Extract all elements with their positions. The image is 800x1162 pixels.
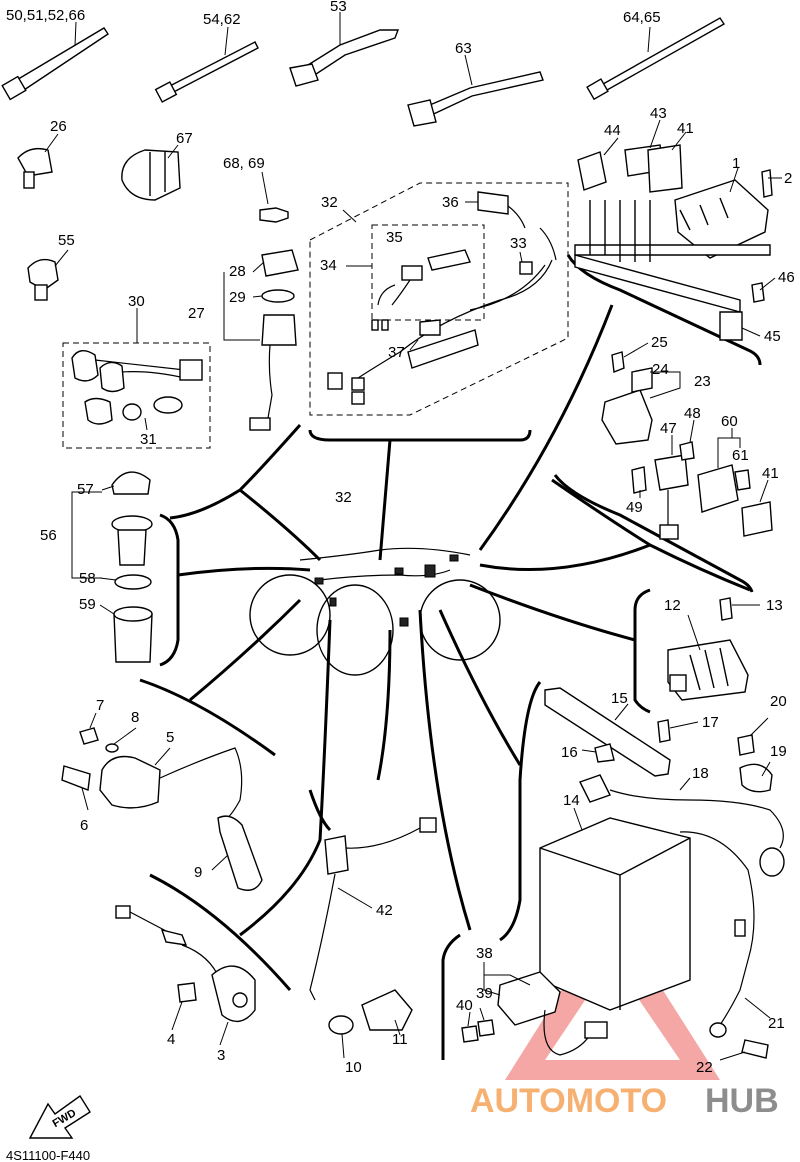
callout-31: 31 xyxy=(140,431,157,448)
callout-67: 67 xyxy=(176,130,193,147)
callout-46: 46 xyxy=(778,269,795,286)
callout-32-sub: 32 xyxy=(321,194,338,211)
callout-27: 27 xyxy=(188,305,205,322)
callout-3: 3 xyxy=(217,1047,225,1064)
callout-20: 20 xyxy=(770,693,787,710)
callout-26: 26 xyxy=(50,118,67,135)
harness-branch-lines xyxy=(139,254,762,1060)
callout-16: 16 xyxy=(561,744,578,761)
lamp-socket-assembly xyxy=(62,308,211,449)
rectifier-regulator xyxy=(667,597,760,701)
callout-30: 30 xyxy=(128,293,145,310)
callout-9: 9 xyxy=(194,864,202,881)
callout-29: 29 xyxy=(229,289,246,306)
cable-tie-clamp-63 xyxy=(407,54,544,127)
cable-tie-54 xyxy=(154,26,259,103)
clamp-67 xyxy=(121,144,181,201)
callout-25: 25 xyxy=(651,334,668,351)
sub-wire-harness-assembly xyxy=(309,182,569,416)
callout-1: 1 xyxy=(732,155,740,172)
callout-47: 47 xyxy=(660,420,677,437)
callout-17: 17 xyxy=(702,714,719,731)
callout-34: 34 xyxy=(320,257,337,274)
callout-50: 50,51,52,66 xyxy=(6,7,85,24)
callout-45: 45 xyxy=(764,328,781,345)
callout-2: 2 xyxy=(784,170,792,187)
callout-21: 21 xyxy=(768,1015,785,1032)
key-set xyxy=(259,171,289,223)
callout-24: 24 xyxy=(652,361,669,378)
main-switch-assembly xyxy=(223,249,299,431)
callout-58: 58 xyxy=(79,570,96,587)
relay-fuse-group xyxy=(631,419,773,540)
ignition-coil-assembly xyxy=(61,712,263,891)
callout-41-top: 41 xyxy=(677,120,694,137)
clip-55 xyxy=(27,249,69,301)
callout-33: 33 xyxy=(510,235,527,252)
callout-19: 19 xyxy=(770,743,787,760)
callout-60: 60 xyxy=(721,413,738,430)
fuse-box-assembly xyxy=(461,962,608,1056)
callout-37: 37 xyxy=(388,344,405,361)
ecu-bracket-assembly xyxy=(574,119,782,341)
cable-tie-clamp-53 xyxy=(289,12,400,87)
callout-15: 15 xyxy=(611,690,628,707)
watermark-text-hub: HUB xyxy=(705,1082,779,1120)
callout-48: 48 xyxy=(684,405,701,422)
callout-10: 10 xyxy=(345,1059,362,1076)
callout-5: 5 xyxy=(166,729,174,746)
forward-direction-arrow: FWD xyxy=(28,1094,91,1139)
watermark-triangle-logo xyxy=(505,910,720,1080)
callout-14: 14 xyxy=(563,792,580,809)
callout-18: 18 xyxy=(692,765,709,782)
automotohub-watermark: AUTOMOTO HUB xyxy=(470,910,779,1120)
callout-13: 13 xyxy=(766,597,783,614)
callout-64: 64,65 xyxy=(623,9,661,26)
callout-54: 54,62 xyxy=(203,11,241,28)
callout-59: 59 xyxy=(79,596,96,613)
callout-8: 8 xyxy=(131,709,139,726)
dc-socket-assembly xyxy=(71,471,153,663)
watermark-text-automoto: AUTOMOTO xyxy=(470,1082,667,1120)
sensor-and-switch-group xyxy=(309,817,437,1059)
callout-43: 43 xyxy=(650,105,667,122)
cable-tie-50 xyxy=(1,21,109,101)
callout-56: 56 xyxy=(40,527,57,544)
callout-49: 49 xyxy=(626,499,643,516)
callout-55: 55 xyxy=(58,232,75,249)
callout-68: 68, 69 xyxy=(223,155,265,172)
clip-26 xyxy=(17,133,59,189)
callout-7: 7 xyxy=(96,697,104,714)
callout-36: 36 xyxy=(442,194,459,211)
callout-6: 6 xyxy=(80,817,88,834)
callout-4: 4 xyxy=(167,1031,175,1048)
drawing-code: 4S11100-F440 xyxy=(6,1148,90,1162)
callout-57: 57 xyxy=(77,481,94,498)
starter-relay-assembly xyxy=(601,342,681,445)
callout-40: 40 xyxy=(456,997,473,1014)
callout-41-right: 41 xyxy=(762,465,779,482)
callout-44: 44 xyxy=(604,122,621,139)
callout-63: 63 xyxy=(455,40,472,57)
callout-labels: 50,51,52,66 54,62 53 63 64,65 26 67 68, … xyxy=(6,0,795,1076)
pickup-coil-assembly xyxy=(115,905,256,1046)
callout-35: 35 xyxy=(386,229,403,246)
callout-22: 22 xyxy=(696,1059,713,1076)
callout-11: 11 xyxy=(392,1031,408,1048)
callout-28: 28 xyxy=(229,263,246,280)
callout-42: 42 xyxy=(376,902,393,919)
callout-32-main: 32 xyxy=(335,489,352,506)
cable-tie-64 xyxy=(586,17,726,101)
callout-12: 12 xyxy=(664,597,681,614)
callout-53: 53 xyxy=(330,0,347,15)
callout-61: 61 xyxy=(732,447,749,464)
callout-38: 38 xyxy=(476,945,493,962)
callout-39: 39 xyxy=(476,985,493,1002)
callout-23: 23 xyxy=(694,373,711,390)
